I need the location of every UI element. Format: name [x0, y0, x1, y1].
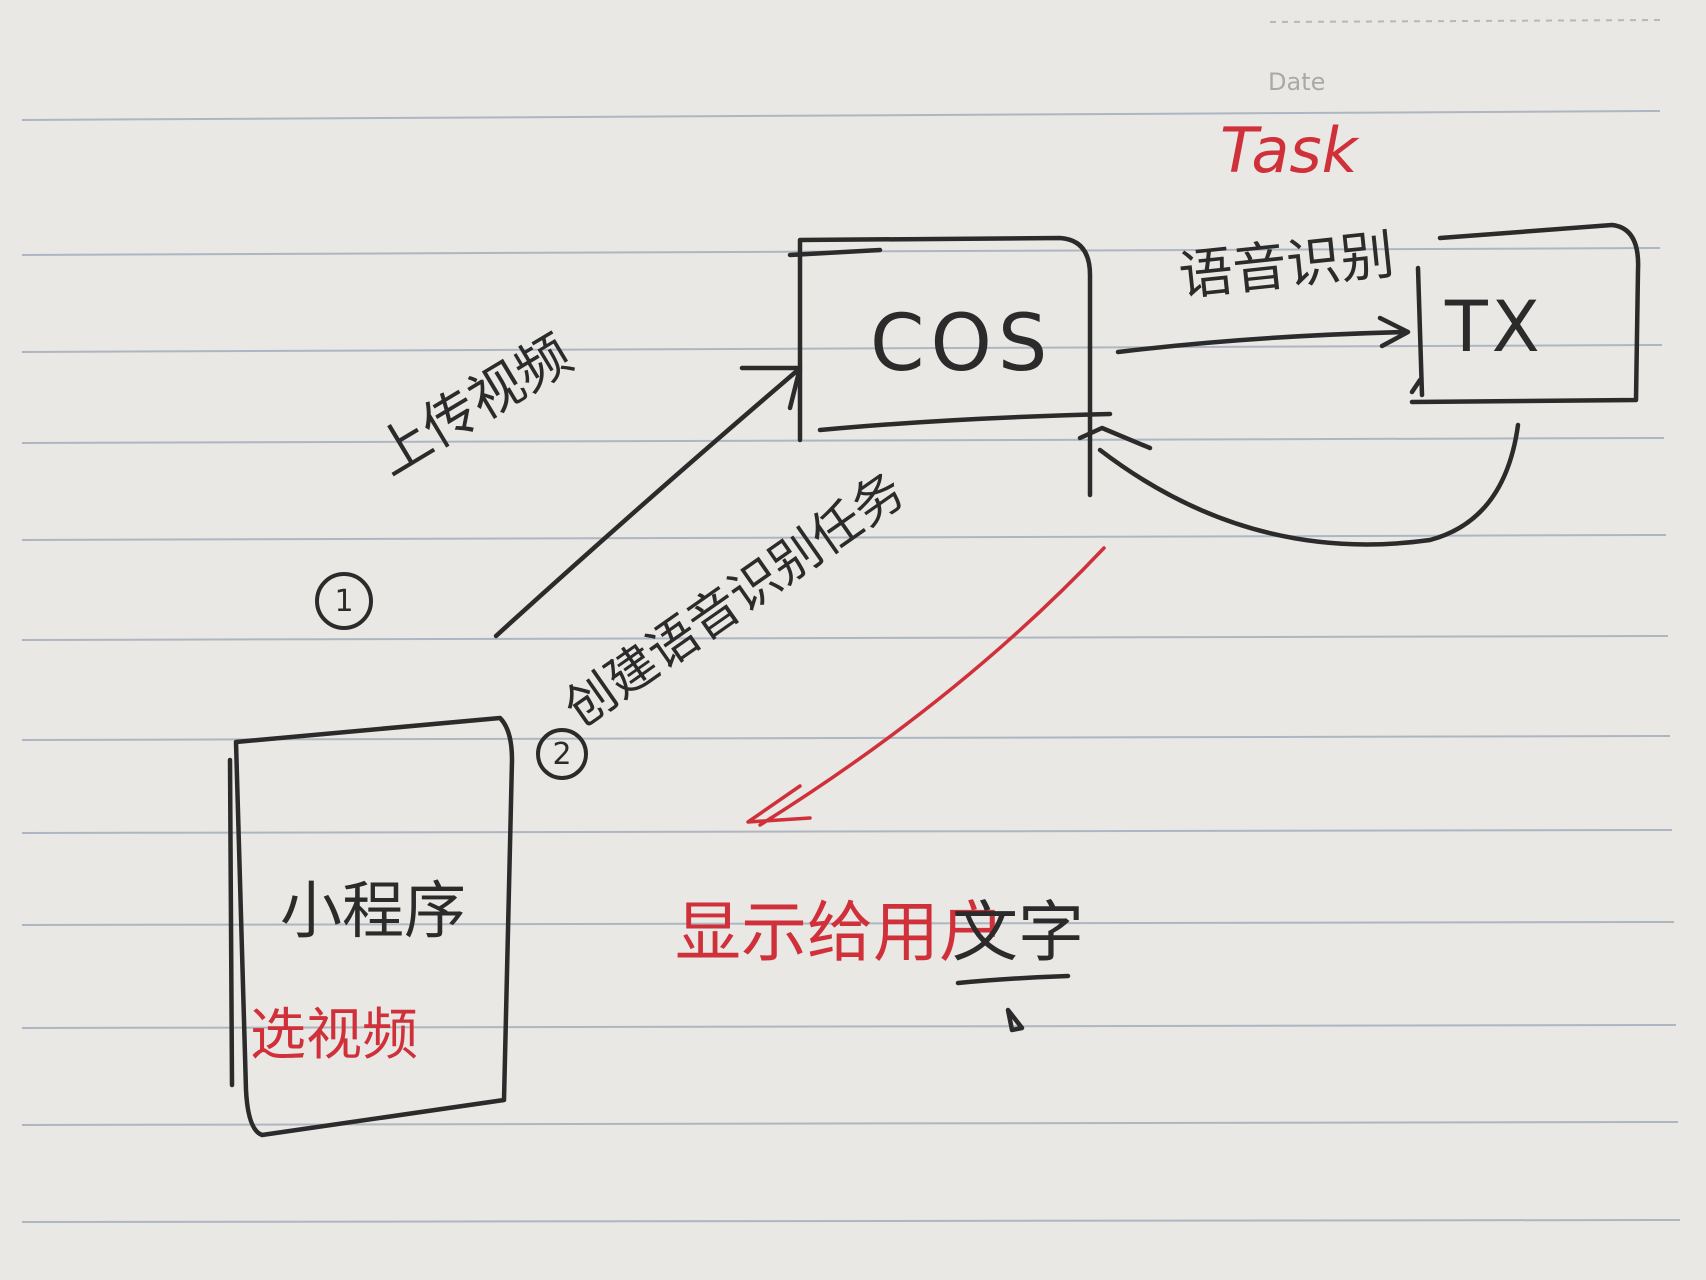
result-red-text: 显示给用户	[675, 894, 1005, 971]
cos-label: COS	[870, 299, 1054, 389]
step-1-badge: 1	[315, 572, 373, 630]
result-black-text: 文字	[952, 894, 1084, 971]
header-dashed-line	[1269, 19, 1661, 23]
tx-box	[1409, 222, 1641, 405]
result-underline	[955, 973, 1071, 1033]
task-label: Task	[1220, 114, 1358, 187]
arrow-result	[746, 546, 1106, 827]
arrow-tx-to-cos	[1077, 422, 1521, 547]
select-video-label: 选视频	[250, 1003, 418, 1068]
cos-box	[787, 235, 1113, 498]
arrow-upload	[493, 365, 803, 639]
date-label: Date	[1268, 68, 1326, 96]
mini-program-label: 小程序	[280, 874, 467, 947]
mini-program-box	[227, 715, 515, 1138]
arrow-cos-to-tx	[1115, 315, 1411, 355]
ruled-lines	[21, 110, 1681, 1223]
step-2-badge: 2	[536, 728, 588, 780]
tx-label: TX	[1445, 286, 1544, 368]
